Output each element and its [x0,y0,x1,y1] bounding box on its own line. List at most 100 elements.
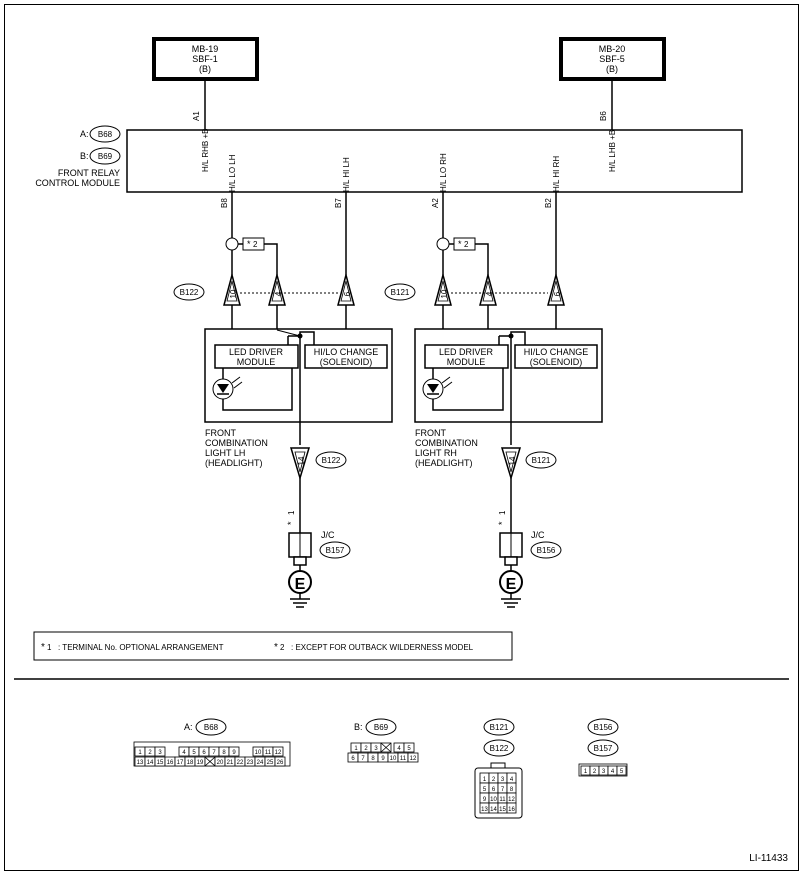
signal-hl-hi-lh: H/L HI LH [342,157,351,192]
notes-box: * 1 : TERMINAL No. OPTIONAL ARRANGEMENT … [33,631,513,661]
b68-row1-pin: 7 [212,750,216,756]
module-connector-b-oval [89,147,121,165]
right-connector-label: B121 [391,288,410,297]
module-name-line2: CONTROL MODULE [35,178,120,188]
b69-row2-pin: 12 [410,756,417,762]
right-jc-label: J/C [531,530,545,540]
b68-row1-pin: 12 [275,750,282,756]
b69-row1-pin: 3 [374,746,378,752]
note1-text: : TERMINAL No. OPTIONAL ARRANGEMENT [58,643,224,652]
right-light-box [414,328,603,423]
right-hilo-line1: HI/LO CHANGE [524,347,589,357]
b68-label: B68 [204,723,219,732]
b68-row1-cell [272,746,284,757]
left-led-driver-module [214,344,299,369]
right-light-line4: (HEADLIGHT) [415,458,473,468]
note2-text: : EXCEPT FOR OUTBACK WILDERNESS MODEL [291,643,474,652]
right-light-line3: LIGHT RH [415,448,457,458]
pin-a1-label: A1 [192,111,201,121]
right-jc-connector: B156 [537,546,556,555]
module-connector-b: B69 [98,152,113,161]
module-connector-a-oval [89,125,121,143]
b69-row2-pin: 10 [390,756,397,762]
left-ground-letter: E [295,576,306,593]
b68-row1-pin: 6 [202,750,206,756]
b69-row2-pin: 11 [400,756,407,762]
b121-grid-pin: 14 [490,807,497,813]
right-star2-number: 2 [464,240,469,249]
right-hilo-change [514,344,598,369]
b156-row-pin: 1 [584,769,588,775]
b121-grid-pin: 11 [499,797,506,803]
signal-hl-hi-rh: H/L HI RH [552,156,561,192]
b68-row1-pin: 3 [158,750,162,756]
figure-id: LI-11433 [749,853,788,864]
right-light-line2: COMBINATION [415,438,478,448]
b156-row-pin: 3 [602,769,606,775]
b68-row2-blank-mark [204,756,216,767]
left-light-line3: LIGHT LH [205,448,245,458]
left-star2-number: 2 [253,240,258,249]
right-hilo-line2: (SOLENOID) [530,357,583,367]
left-circuit: * 2 B122 10 4 6 LED DRIVER MODULE [173,192,393,608]
left-terminal-14: 14 [289,447,311,481]
svg-text:14: 14 [508,456,517,465]
b68-row2-pin: 18 [187,760,194,766]
b121-grid-pin: 5 [483,787,487,793]
b68-row2-pin: 17 [177,760,184,766]
right-circuit: * 2 B121 10 4 6 LED DRIVER MODULE HI/LO … [384,192,603,608]
fuse-right-line1: MB-20 [599,44,626,54]
right-star2-asterisk: * [458,239,462,249]
right-led-driver-line2: MODULE [447,357,486,367]
b69-row1-pin: 4 [397,746,401,752]
note2-number: 2 [280,643,285,652]
b121-grid-pin: 10 [490,797,497,803]
b68-row1-pin: 11 [265,750,272,756]
fuse-left-line3: (B) [199,64,211,74]
page-frame [4,4,799,871]
b121-grid-pin: 4 [510,777,514,783]
left-star1-asterisk: * [286,521,296,525]
pin-b8-label: B8 [220,198,229,208]
b68-row1-pin: 5 [192,750,196,756]
b68-row2-pin: 23 [247,760,254,766]
signal-hl-lo-lh: H/L LO LH [228,154,237,192]
b68-prefix: A: [184,722,193,732]
b68-row2-pin: 19 [197,760,204,766]
svg-text:4: 4 [274,291,283,296]
b68-row2-pin: 20 [217,760,224,766]
b68-row2-pin: 24 [257,760,264,766]
left-led-driver-line1: LED DRIVER [229,347,284,357]
note2-asterisk: * [274,642,278,653]
b68-row2-pin: 26 [277,760,284,766]
b68-row1-cell [154,746,166,757]
signal-hl-lhb: H/L LHB +B [608,130,617,172]
module-connector-b-prefix: B: [80,151,89,161]
b68-row2-pin: 25 [267,760,274,766]
b68-row1-pin: 9 [232,750,236,756]
b121-grid-pin: 8 [510,787,514,793]
left-terminal-10: 10 [223,272,241,306]
front-relay-control-module: H/L RHB +B H/L LHB +B H/L LO LH H/L HI L… [126,129,743,193]
svg-text:14: 14 [297,456,306,465]
b68-row2-cell [274,756,286,767]
b121-grid-pin: 13 [481,807,488,813]
b121-grid-pin: 16 [508,807,515,813]
b69-row1-pin: 5 [407,746,411,752]
left-terminal-6: 6 [337,272,355,306]
right-led-driver-module [424,344,509,369]
b69-row1-cell [403,742,415,753]
pin-b6-label: B6 [599,111,608,121]
b121-grid-pin: 1 [483,777,487,783]
b68-row1-pin: 10 [255,750,262,756]
left-hilo-line2: (SOLENOID) [320,357,373,367]
b69-row1-pin: 1 [354,746,358,752]
b121-grid-pin: 7 [501,787,505,793]
left-hilo-line1: HI/LO CHANGE [314,347,379,357]
svg-text:4: 4 [485,291,494,296]
b68-row2-pin: 16 [167,760,174,766]
b156-label: B156 [594,723,613,732]
left-light-line2: COMBINATION [205,438,268,448]
